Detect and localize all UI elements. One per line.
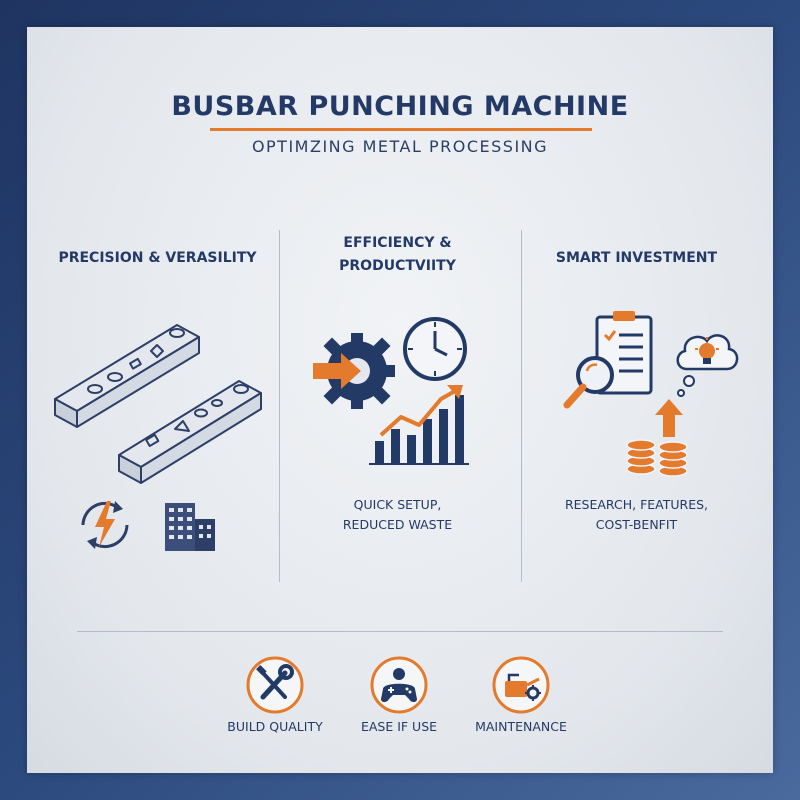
gamepad-user-icon <box>370 656 428 714</box>
column-heading-investment: SMART INVESTMENT <box>555 250 718 266</box>
infographic-panel: BUSBAR PUNCHING MACHINE OPTIMZING METAL … <box>27 27 773 773</box>
section-divider <box>77 631 723 632</box>
page-title: BUSBAR PUNCHING MACHINE <box>171 91 629 122</box>
column-heading-efficiency: EFFICIENCY & PRODUCTVIITY <box>285 232 510 278</box>
column-heading-efficiency-line1: EFFICIENCY & <box>343 235 452 251</box>
page-subtitle: OPTIMZING METAL PROCESSING <box>251 137 549 156</box>
investment-caption-line1: RESEARCH, FEATURES, <box>564 497 709 512</box>
growth-chart-icon <box>369 385 469 465</box>
coin-stack-growth-icon <box>626 399 688 477</box>
column-heading-efficiency-line2: PRODUCTVIITY <box>339 258 456 274</box>
building-icon <box>165 503 215 551</box>
investment-caption: RESEARCH, FEATURES, COST-BENFIT <box>524 495 749 535</box>
title-underline <box>210 128 592 131</box>
efficiency-caption-line2: REDUCED WASTE <box>342 517 453 532</box>
investment-caption-line2: COST-BENFIT <box>595 517 678 532</box>
gear-arrow-icon <box>313 333 395 409</box>
column-divider-left <box>279 230 280 582</box>
wrench-screwdriver-icon <box>246 656 304 714</box>
oil-can-gear-icon <box>492 656 550 714</box>
feature-label-ease-of-use: EASE IF USE <box>360 719 438 734</box>
energy-cycle-icon <box>81 501 129 549</box>
feature-label-maintenance: MAINTENANCE <box>475 719 567 734</box>
column-heading-precision: PRECISION & VERASILITY <box>58 250 257 266</box>
efficiency-caption: QUICK SETUP, REDUCED WASTE <box>285 495 510 535</box>
clock-icon <box>403 317 467 381</box>
busbar-pair-icon <box>54 324 262 484</box>
column-divider-right <box>521 230 522 582</box>
clipboard-magnifier-icon <box>563 311 653 409</box>
idea-bubble-icon <box>676 334 739 397</box>
efficiency-caption-line1: QUICK SETUP, <box>353 497 442 512</box>
feature-label-build-quality: BUILD QUALITY <box>227 719 323 734</box>
